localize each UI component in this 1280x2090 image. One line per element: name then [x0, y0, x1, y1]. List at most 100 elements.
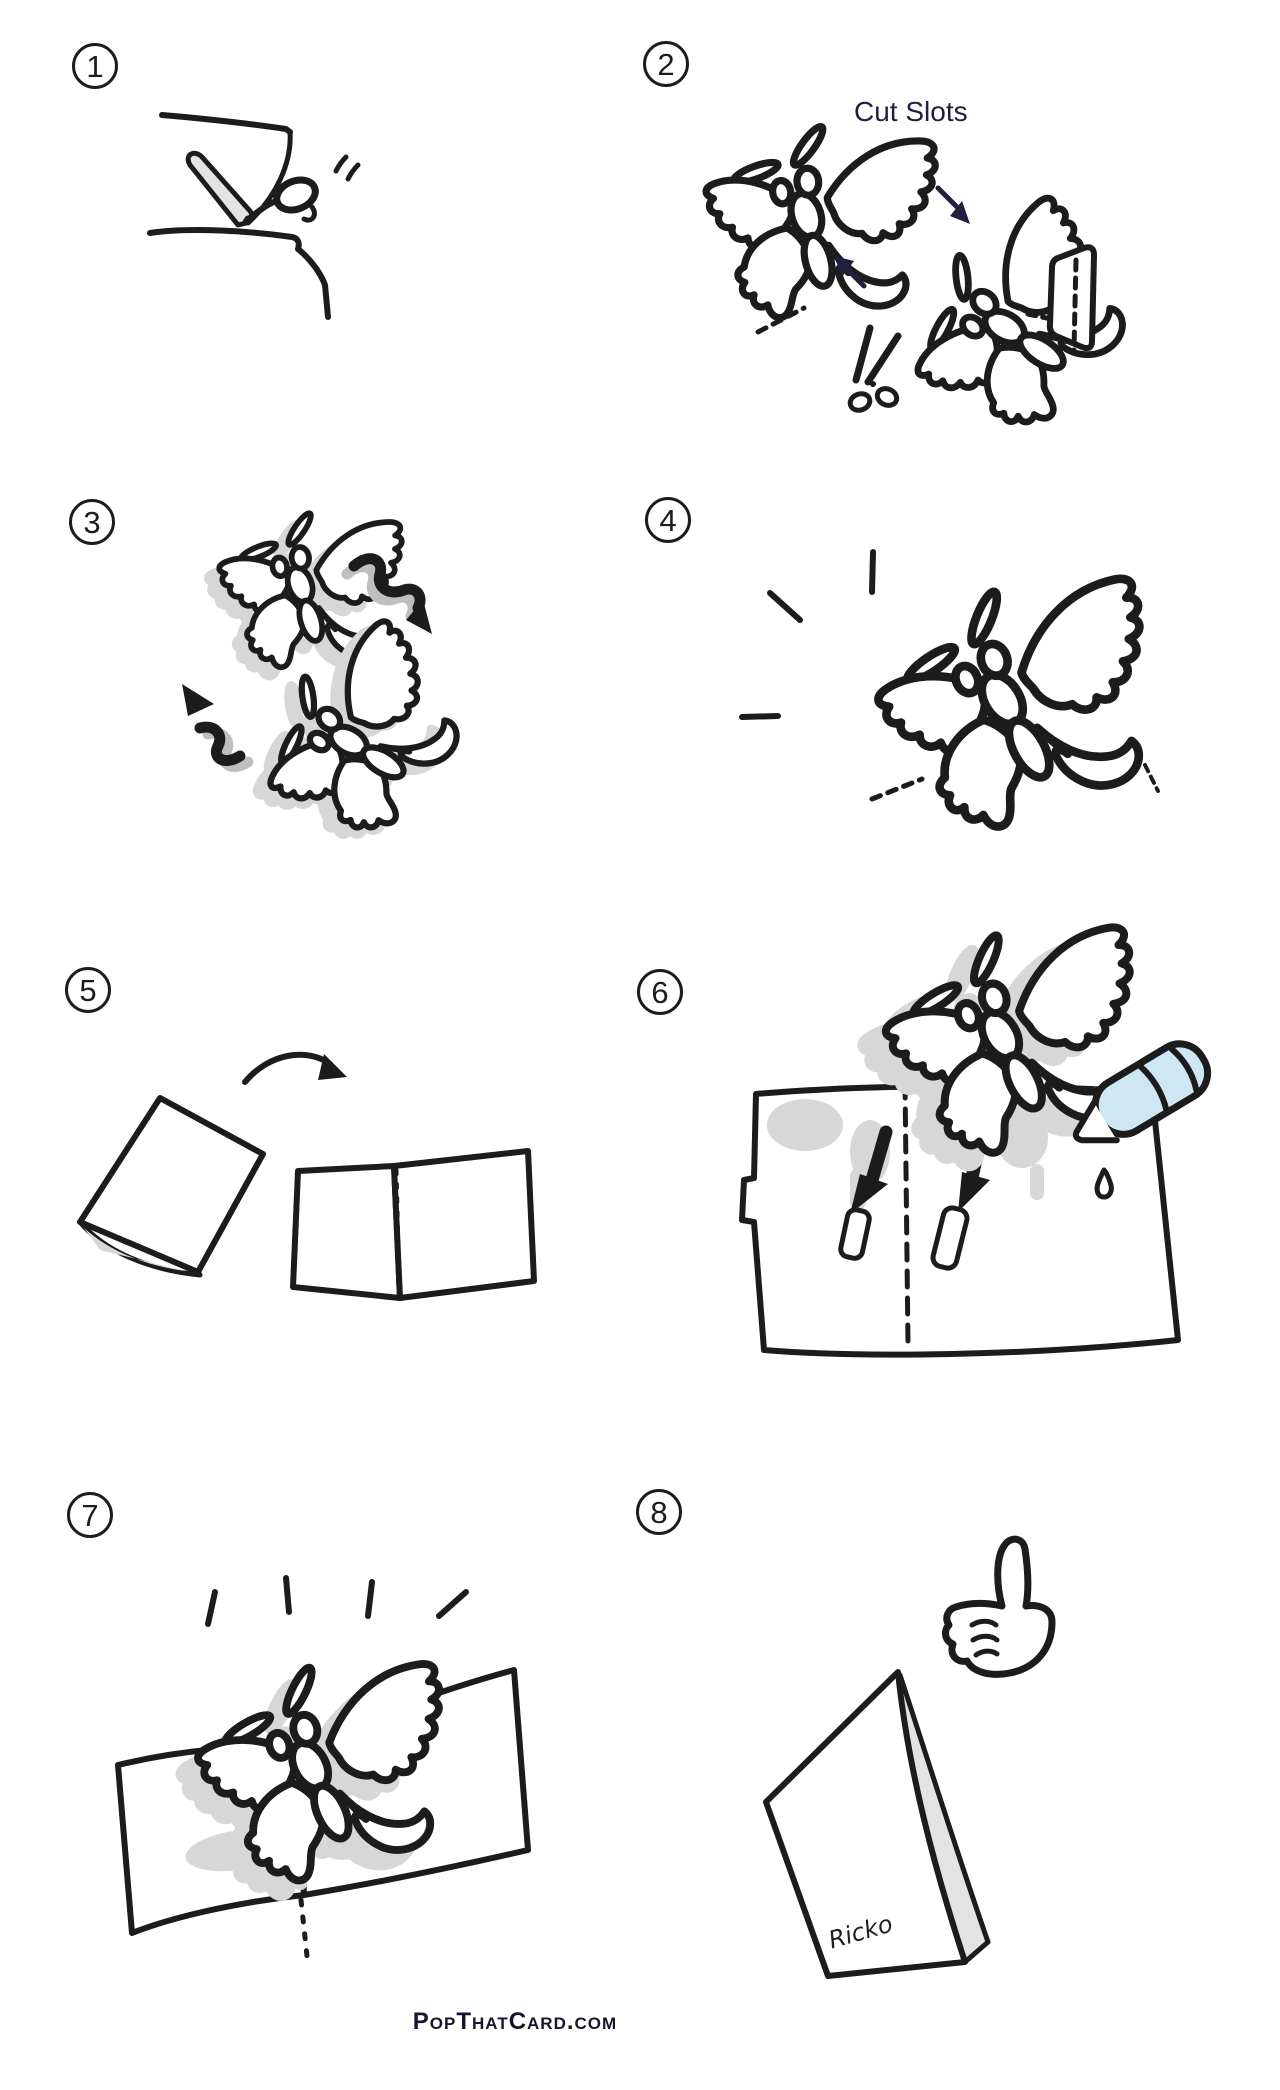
step-6-badge: 6 [637, 969, 683, 1015]
open-card-right-page [391, 1148, 537, 1301]
slot-dash-line [755, 305, 807, 335]
arrow-head [406, 600, 432, 634]
fold-dashed-line [393, 1167, 402, 1296]
tab-dash-line [1071, 257, 1079, 353]
step-8-badge: 8 [636, 1489, 682, 1535]
sparkle-line [436, 1589, 469, 1619]
cut-slots-label: Cut Slots [854, 96, 968, 127]
arrow-head [182, 684, 214, 716]
step-1-badge: 1 [72, 43, 118, 89]
sparkle-lines [205, 1575, 469, 1627]
closed-card [77, 1095, 266, 1278]
finger-curl-line [969, 1618, 999, 1628]
site-footer: PopThatCard.com [412, 2008, 618, 2035]
arrow-head [834, 256, 854, 277]
step-7-illustration [115, 1575, 531, 1959]
open-card-left-page [290, 1163, 403, 1301]
arrow-shaft [242, 1051, 333, 1085]
stand-tab [1046, 244, 1097, 352]
thumbs-up-icon [942, 1535, 1056, 1678]
sparkle-lines [739, 549, 876, 720]
scissors-icon [185, 150, 319, 228]
slot-arrow-left-icon [834, 256, 867, 289]
glue-smudge [767, 1099, 843, 1151]
curved-arrow-icon [242, 1051, 347, 1085]
step-2-badge: 2 [643, 41, 689, 87]
scissors-pivot [244, 215, 252, 223]
step-8-number: 8 [650, 1494, 668, 1530]
step-7-number: 7 [81, 1497, 99, 1533]
step-1-illustration [147, 112, 361, 320]
scissors-handle-ring [847, 391, 873, 413]
card-cover [77, 1095, 266, 1275]
finger-curl-line [970, 1633, 1000, 1643]
motion-mark [333, 154, 349, 174]
step-3-illustration [182, 440, 550, 860]
sparkle-line [365, 1579, 375, 1619]
arrow-head [318, 1054, 347, 1080]
step-4-number: 4 [659, 502, 677, 538]
card-front-cover [763, 1669, 968, 1979]
butterfly-piece-horizontal [875, 190, 1146, 458]
slot-left [838, 1207, 872, 1261]
arrow-shadow [341, 561, 419, 622]
arrow-wavy-shaft [194, 721, 246, 766]
paper-bottom-edge [147, 227, 331, 320]
step-5-badge: 5 [65, 967, 111, 1013]
arrow-wavy-shaft [348, 553, 426, 614]
body-dash-line [1025, 311, 1059, 323]
down-arrow-left-icon [850, 1125, 893, 1214]
step-2-number: 2 [657, 46, 675, 82]
arrow-head [958, 1172, 990, 1212]
wavy-arrow-down-icon [341, 553, 432, 634]
motion-marks [333, 154, 361, 182]
wavy-arrow-up-icon [182, 684, 254, 772]
step-7-badge: 7 [67, 1492, 113, 1538]
scissors-blade [185, 150, 255, 228]
sparkle-line [739, 713, 781, 720]
sparkle-line [767, 590, 803, 623]
glue-bottle-nozzle [1072, 1099, 1120, 1144]
foot-dash-line [869, 776, 925, 802]
step-2-illustration [630, 50, 1250, 430]
arrow-shaft [865, 1125, 893, 1187]
paper-top-edge [159, 112, 293, 135]
slot-right [930, 1205, 970, 1271]
arrow-head [850, 1174, 888, 1214]
sparkle-line [205, 1589, 218, 1627]
step-3-badge: 3 [69, 499, 115, 545]
motion-mark [345, 162, 361, 182]
glue-bottle-stripe [1136, 1062, 1170, 1114]
scissors-blade [852, 324, 874, 384]
card-fold-shadow [84, 1228, 185, 1271]
step-6-illustration [739, 880, 1212, 1358]
scissors-handle-ring [874, 386, 900, 408]
glue-drop [1094, 1167, 1114, 1200]
glue-drip [1030, 1164, 1044, 1200]
scissors-icon [847, 324, 902, 413]
step-4-illustration [739, 549, 1160, 845]
arrow-head [950, 201, 970, 224]
scissors-blade [864, 332, 902, 386]
step-5-illustration [77, 1051, 537, 1301]
step-8-illustration [763, 1535, 1056, 1979]
slot-arrow-right-icon [935, 185, 970, 224]
open-card [290, 1148, 537, 1301]
fold-dashed-line [298, 1897, 310, 1959]
step-5-number: 5 [79, 972, 97, 1008]
sparkle-line [869, 549, 876, 595]
scissors-pivot [870, 381, 876, 387]
arrow-shaft [935, 185, 961, 211]
assembled-butterfly [870, 563, 1151, 837]
finished-closed-card [763, 1669, 991, 1979]
scissors-handle-hook [301, 204, 317, 223]
glue-bottle-stripe [1168, 1045, 1200, 1094]
step-3-number: 3 [83, 504, 101, 540]
step-6-number: 6 [651, 974, 669, 1010]
glue-bottle-icon [1072, 1040, 1212, 1144]
tab-dash-line [1143, 763, 1160, 793]
step-4-badge: 4 [645, 497, 691, 543]
sparkle-line [283, 1575, 292, 1615]
finger-curl-line [973, 1648, 1000, 1658]
